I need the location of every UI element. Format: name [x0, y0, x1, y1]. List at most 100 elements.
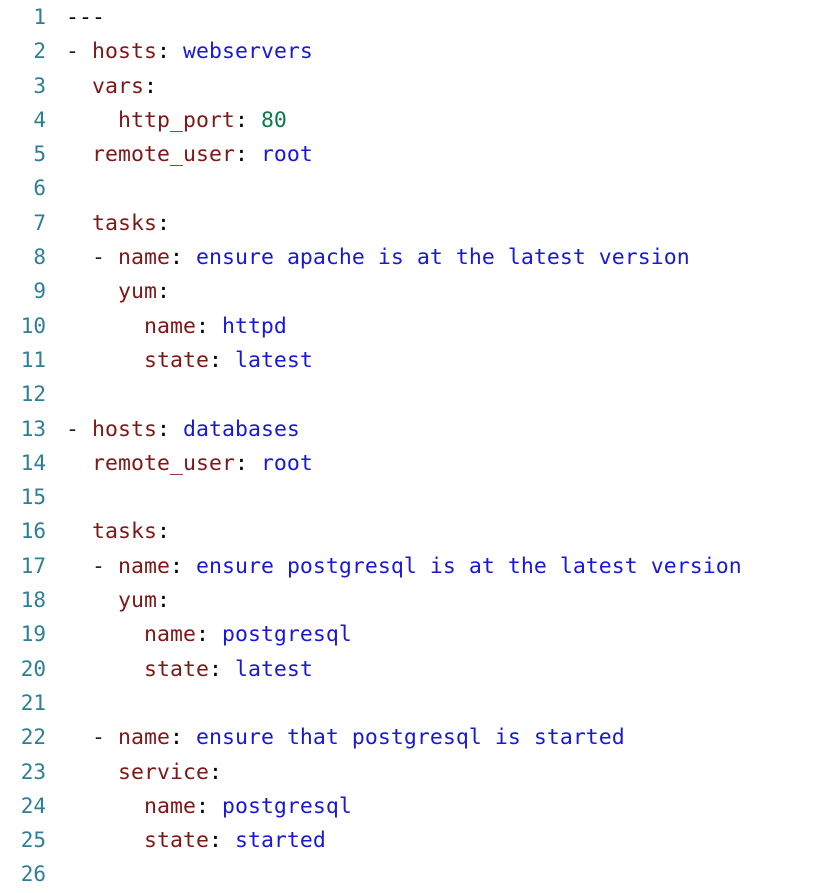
token-key: state: [143, 656, 209, 682]
token-punct: :: [156, 416, 183, 442]
indent: [66, 519, 92, 544]
line-content: state: latest: [66, 344, 313, 378]
line-content: name: postgresql: [66, 790, 352, 824]
indent: [66, 142, 92, 167]
line-number: 9: [33, 279, 46, 304]
code-line[interactable]: 8 - name: ensure apache is at the latest…: [0, 240, 830, 274]
token-dash: -: [92, 725, 118, 751]
token-number: 80: [260, 107, 287, 133]
line-content: service:: [66, 756, 222, 790]
token-punct: :: [169, 245, 196, 271]
code-line[interactable]: 19 name: postgresql: [0, 617, 830, 651]
code-line[interactable]: 21: [0, 686, 830, 720]
line-content: state: latest: [66, 653, 313, 687]
indent: [66, 451, 92, 476]
token-key: service: [117, 759, 209, 785]
token-punct: :: [234, 107, 261, 133]
code-line[interactable]: 1---: [0, 0, 830, 34]
line-content: tasks:: [66, 207, 170, 241]
indent: [66, 554, 92, 579]
token-string: root: [260, 142, 313, 168]
token-string: started: [234, 828, 326, 854]
line-content: - hosts: databases: [66, 413, 300, 447]
line-number: 12: [20, 382, 46, 407]
token-key: remote_user: [92, 450, 235, 476]
token-string: ensure apache is at the latest version: [195, 245, 690, 271]
indent: [66, 760, 118, 785]
indent: [66, 211, 92, 236]
token-dash: -: [66, 39, 92, 65]
token-key: name: [118, 725, 170, 751]
token-key: name: [118, 245, 170, 271]
code-line[interactable]: 26: [0, 857, 830, 891]
code-line[interactable]: 5 remote_user: root: [0, 137, 830, 171]
line-number: 16: [20, 519, 46, 544]
code-line[interactable]: 25 state: started: [0, 823, 830, 857]
line-number: 15: [20, 485, 46, 510]
indent: [66, 108, 118, 133]
line-number: 7: [33, 210, 46, 235]
code-line[interactable]: 7 tasks:: [0, 206, 830, 240]
code-line[interactable]: 15: [0, 480, 830, 514]
token-key: name: [143, 313, 196, 339]
code-line[interactable]: 13- hosts: databases: [0, 412, 830, 446]
code-line[interactable]: 17 - name: ensure postgresql is at the l…: [0, 549, 830, 583]
token-key: http_port: [117, 107, 235, 133]
token-string: latest: [234, 656, 313, 682]
token-punct: :: [169, 725, 196, 751]
indent: [66, 588, 118, 613]
token-punct: :: [195, 313, 222, 339]
code-line[interactable]: 18 yum:: [0, 583, 830, 617]
line-content: remote_user: root: [66, 138, 313, 172]
token-dash: -: [66, 416, 92, 442]
token-punct: :: [208, 828, 235, 854]
code-line[interactable]: 20 state: latest: [0, 652, 830, 686]
token-key: tasks: [92, 519, 157, 545]
code-line[interactable]: 3 vars:: [0, 69, 830, 103]
code-line[interactable]: 9 yum:: [0, 274, 830, 308]
code-line[interactable]: 16 tasks:: [0, 514, 830, 548]
code-line[interactable]: 12: [0, 377, 830, 411]
line-number: 13: [20, 416, 46, 441]
code-line[interactable]: 2- hosts: webservers: [0, 34, 830, 68]
token-key: yum: [117, 279, 157, 305]
token-string: ensure that postgresql is started: [195, 725, 625, 751]
code-line[interactable]: 24 name: postgresql: [0, 789, 830, 823]
line-number: 5: [33, 142, 46, 167]
line-content: tasks:: [66, 515, 170, 549]
indent: [66, 245, 92, 270]
code-line[interactable]: 23 service:: [0, 755, 830, 789]
line-content: yum:: [66, 584, 170, 618]
token-string: webservers: [182, 39, 313, 65]
token-key: state: [143, 347, 209, 373]
token-punct: :: [208, 347, 235, 373]
token-punct: :: [195, 793, 222, 819]
token-punct: ---: [66, 5, 105, 30]
line-number: 21: [20, 690, 46, 715]
code-line[interactable]: 11 state: latest: [0, 343, 830, 377]
indent: [66, 725, 92, 750]
code-line[interactable]: 22 - name: ensure that postgresql is sta…: [0, 720, 830, 754]
line-number: 4: [33, 107, 46, 132]
token-string: postgresql: [221, 793, 352, 819]
token-key: name: [143, 793, 196, 819]
code-line[interactable]: 6: [0, 171, 830, 205]
code-line[interactable]: 4 http_port: 80: [0, 103, 830, 137]
line-number: 23: [20, 759, 46, 784]
line-content: state: started: [66, 824, 326, 858]
token-string: latest: [234, 347, 313, 373]
token-key: hosts: [92, 416, 157, 442]
line-number: 2: [33, 39, 46, 64]
token-dash: -: [92, 553, 118, 579]
token-string: ensure postgresql is at the latest versi…: [195, 553, 742, 579]
code-line[interactable]: 10 name: httpd: [0, 309, 830, 343]
line-number: 17: [20, 553, 46, 578]
line-content: - name: ensure that postgresql is starte…: [66, 721, 625, 755]
token-string: databases: [182, 416, 300, 442]
code-line[interactable]: 14 remote_user: root: [0, 446, 830, 480]
token-string: httpd: [221, 313, 287, 339]
token-key: yum: [117, 588, 157, 614]
line-content: remote_user: root: [66, 447, 313, 481]
token-punct: :: [156, 210, 170, 236]
